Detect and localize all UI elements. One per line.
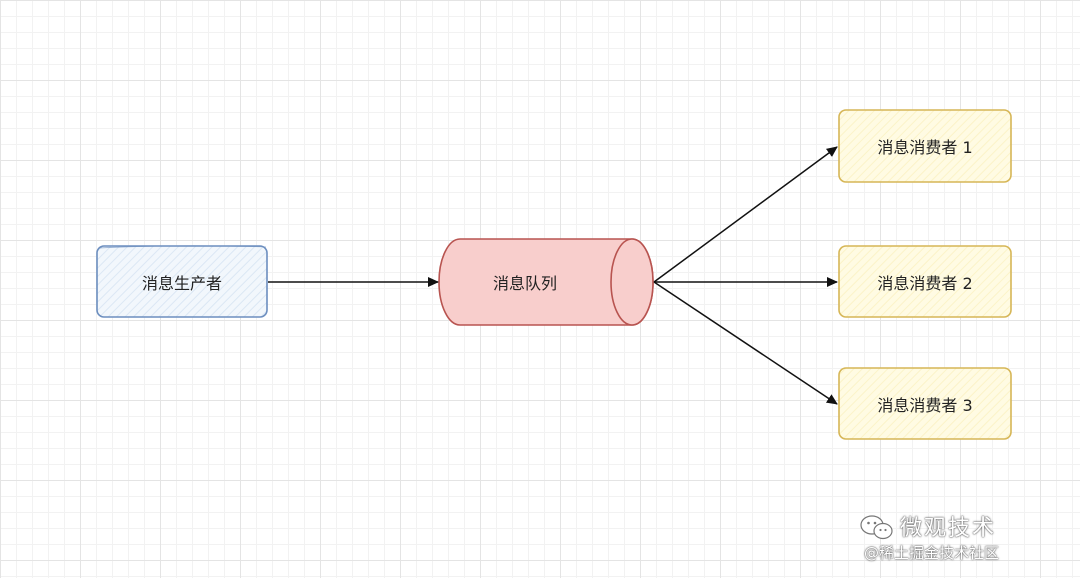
arrow-queue-to-consumer-3 — [653, 281, 838, 405]
producer-node — [96, 245, 268, 318]
consumer-3-label: 消息消费者 3 — [877, 395, 973, 415]
watermark: 微观技术 @稀土掘金技术社区 — [860, 512, 1060, 564]
consumer-1-label: 消息消费者 1 — [877, 138, 973, 157]
consumer-node-2 — [838, 245, 1012, 318]
producer-label: 消息生产者 — [141, 273, 222, 293]
queue-node — [438, 238, 654, 326]
consumer-2-label: 消息消费者 2 — [877, 273, 973, 293]
consumer-node-3 — [838, 367, 1012, 440]
watermark-title: 微观技术 — [900, 516, 997, 541]
watermark-subtitle: @稀土掘金技术社区 — [864, 544, 1000, 562]
queue-label: 消息队列 — [492, 274, 557, 293]
wechat-logo-icon — [860, 515, 893, 540]
arrow-queue-to-consumer-1 — [653, 146, 838, 283]
consumer-node-1 — [838, 109, 1012, 183]
